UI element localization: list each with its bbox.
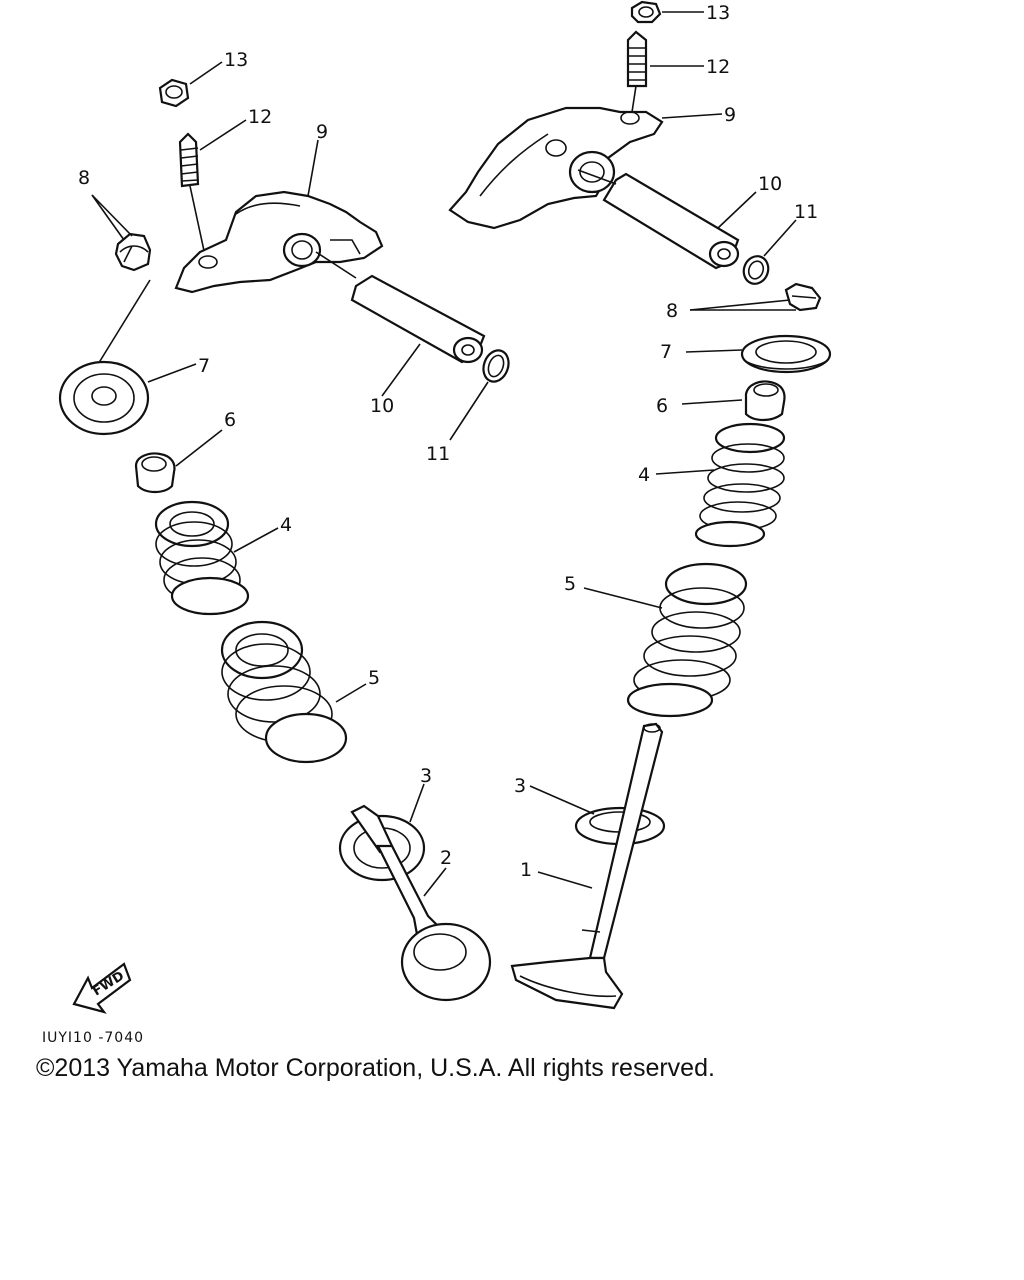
callout-right-6: 6 bbox=[656, 395, 668, 417]
callout-left-4: 4 bbox=[280, 514, 292, 536]
adjuster-screw-right-12 bbox=[626, 30, 648, 113]
callout-left-10: 10 bbox=[370, 395, 394, 417]
spring-retainer-left-7 bbox=[58, 360, 150, 436]
callout-left-6: 6 bbox=[224, 409, 236, 431]
callout-left-12: 12 bbox=[248, 106, 272, 128]
callout-right-8: 8 bbox=[666, 300, 678, 322]
inner-spring-right-4 bbox=[694, 422, 786, 548]
rocker-arm-right-9 bbox=[448, 106, 664, 230]
callout-right-7: 7 bbox=[660, 341, 672, 363]
outer-spring-right-5 bbox=[626, 562, 748, 718]
fwd-arrow-icon: FWD bbox=[72, 962, 132, 1014]
exploded-view-drawing: 13 12 9 8 7 10 bbox=[42, 0, 832, 1046]
callout-right-12: 12 bbox=[706, 56, 730, 78]
callout-left-5: 5 bbox=[368, 667, 380, 689]
callout-right-3: 3 bbox=[514, 775, 526, 797]
callout-left-8: 8 bbox=[78, 167, 90, 189]
callout-right-4: 4 bbox=[638, 464, 650, 486]
callout-right-5: 5 bbox=[564, 573, 576, 595]
valve-cotters-left-8 bbox=[114, 232, 152, 272]
figure-code: IUYI10 -7040 bbox=[42, 1030, 144, 1046]
valve-right-1 bbox=[510, 722, 664, 1010]
o-ring-right-11 bbox=[742, 255, 770, 285]
outer-spring-left-5 bbox=[220, 620, 348, 764]
rocker-shaft-left-10 bbox=[315, 251, 486, 364]
spring-retainer-right-7 bbox=[740, 334, 832, 374]
callout-left-3: 3 bbox=[420, 765, 432, 787]
callout-right-13: 13 bbox=[706, 2, 730, 24]
callout-left-2: 2 bbox=[440, 847, 452, 869]
callout-left-9: 9 bbox=[316, 121, 328, 143]
valve-stem-seal-right-6 bbox=[744, 380, 786, 422]
callout-left-13: 13 bbox=[224, 49, 248, 71]
callout-left-7: 7 bbox=[198, 355, 210, 377]
nut-right-13 bbox=[630, 0, 662, 24]
callout-right-11: 11 bbox=[794, 201, 818, 223]
rocker-arm-left-9 bbox=[174, 190, 384, 294]
callout-right-10: 10 bbox=[758, 173, 782, 195]
o-ring-left-11 bbox=[482, 349, 510, 383]
copyright-notice: ©2013 Yamaha Motor Corporation, U.S.A. A… bbox=[36, 1054, 715, 1082]
callout-left-11: 11 bbox=[426, 443, 450, 465]
nut-left-13 bbox=[158, 78, 190, 108]
valve-cotters-right-8 bbox=[784, 282, 822, 312]
valve-stem-seal-left-6 bbox=[134, 452, 176, 494]
callout-right-9: 9 bbox=[724, 104, 736, 126]
adjuster-screw-left-12 bbox=[178, 132, 207, 261]
callout-right-1: 1 bbox=[520, 859, 532, 881]
rocker-shaft-right-10 bbox=[577, 169, 740, 270]
valve-left-2 bbox=[350, 804, 492, 1002]
inner-spring-left-4 bbox=[154, 500, 250, 616]
